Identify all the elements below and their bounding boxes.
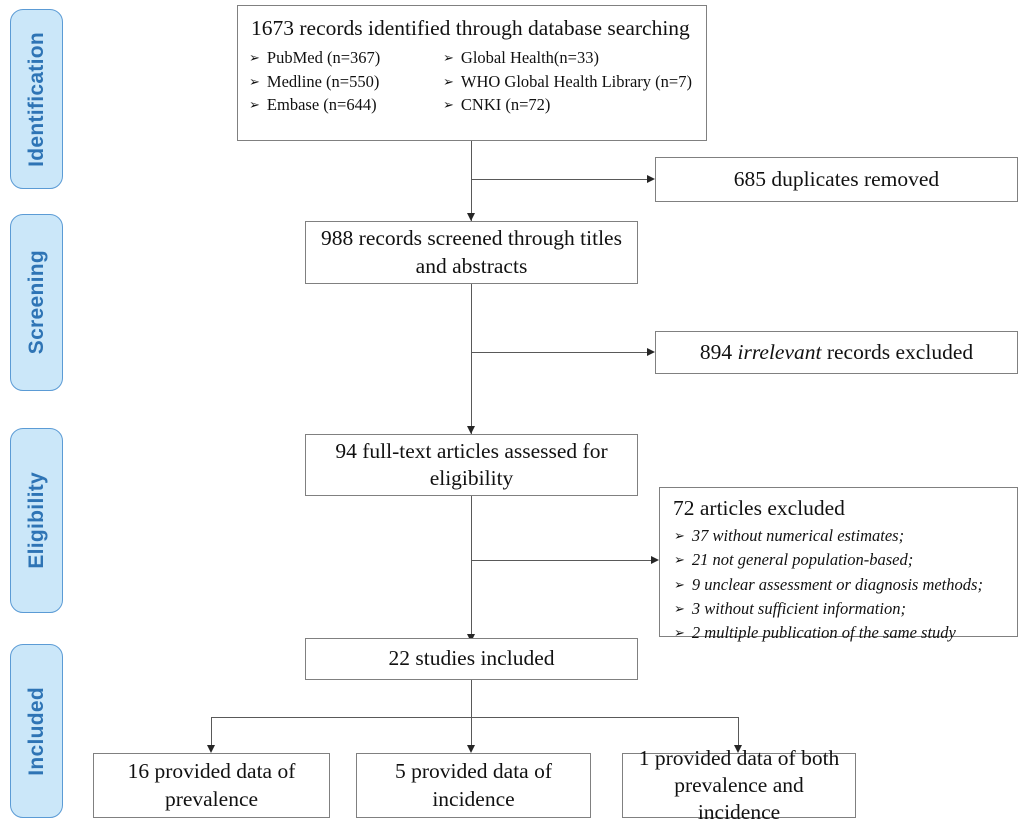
reason-label: 2 multiple publication of the same study	[691, 623, 956, 643]
connector-to-both	[738, 717, 740, 747]
arrow-bullet-icon: ➢	[674, 553, 685, 569]
fulltext-assessed-line-1: 94 full-text articles assessed for	[335, 438, 608, 463]
source-label: Global Health(n=33)	[460, 48, 599, 68]
outcome-both-line-2: prevalence and incidence	[674, 772, 804, 825]
articles-excluded-reasons: ➢ 37 without numerical estimates; ➢ 21 n…	[660, 524, 1017, 645]
list-item: ➢ 3 without sufficient information;	[674, 597, 1017, 621]
arrow-bullet-icon: ➢	[674, 577, 685, 593]
connector-to-articles-excluded	[471, 560, 652, 562]
connector-eligibility-trunk	[471, 496, 473, 642]
box-outcome-incidence: 5 provided data of incidence	[356, 753, 591, 818]
source-label: PubMed (n=367)	[266, 48, 381, 68]
list-item: ➢ WHO Global Health Library (n=7)	[443, 70, 692, 93]
stage-label-eligibility: Eligibility	[24, 472, 48, 569]
duplicates-removed-title: 685 duplicates removed	[733, 166, 940, 191]
arrow-bullet-icon: ➢	[249, 51, 260, 67]
box-duplicates-removed: 685 duplicates removed	[655, 157, 1018, 202]
arrow-down-icon	[734, 745, 742, 753]
outcome-incidence-line-1: 5 provided data of	[394, 759, 553, 784]
list-item: ➢ 21 not general population-based;	[674, 548, 1017, 572]
list-item: ➢ PubMed (n=367)	[249, 46, 443, 69]
source-label: CNKI (n=72)	[460, 94, 551, 114]
irrelevant-excluded-title: 894 irrelevant records excluded	[692, 339, 981, 366]
irrelevant-excluded-post: records excluded	[821, 339, 974, 364]
connector-to-prevalence	[211, 717, 213, 747]
source-column-right: ➢ Global Health(n=33) ➢ WHO Global Healt…	[443, 46, 692, 116]
arrow-bullet-icon: ➢	[674, 529, 685, 545]
stage-tab-eligibility: Eligibility	[10, 428, 63, 613]
connector-identification-trunk	[471, 141, 473, 221]
list-item: ➢ Embase (n=644)	[249, 93, 443, 116]
reason-label: 37 without numerical estimates;	[691, 526, 905, 546]
records-identified-sources: ➢ PubMed (n=367) ➢ Medline (n=550) ➢ Emb…	[238, 46, 706, 116]
outcome-incidence-line-2: incidence	[432, 786, 515, 811]
outcome-both-line-1: 1 provided data of both	[638, 745, 840, 770]
box-articles-excluded: 72 articles excluded ➢ 37 without numeri…	[659, 487, 1018, 642]
stage-tab-screening: Screening	[10, 214, 63, 391]
arrow-down-icon	[467, 745, 475, 753]
list-item: ➢ Global Health(n=33)	[443, 46, 692, 69]
arrow-bullet-icon: ➢	[443, 74, 454, 90]
arrow-bullet-icon: ➢	[443, 97, 454, 113]
box-records-screened: 988 records screened through titles and …	[305, 221, 638, 284]
reason-label: 3 without sufficient information;	[691, 598, 906, 618]
source-label: Medline (n=550)	[266, 71, 380, 91]
outcome-prevalence-line-2: prevalence	[164, 786, 259, 811]
studies-included-title: 22 studies included	[388, 646, 555, 671]
source-column-left: ➢ PubMed (n=367) ➢ Medline (n=550) ➢ Emb…	[249, 46, 443, 116]
list-item: ➢ 2 multiple publication of the same stu…	[674, 621, 1017, 645]
stage-tab-identification: Identification	[10, 9, 63, 189]
source-label: WHO Global Health Library (n=7)	[460, 71, 692, 91]
list-item: ➢ 37 without numerical estimates;	[674, 524, 1017, 548]
arrow-right-icon	[651, 556, 659, 564]
connector-outcome-split-bar	[211, 717, 739, 719]
box-outcome-both: 1 provided data of both prevalence and i…	[622, 746, 856, 824]
fulltext-assessed-line-2: eligibility	[429, 466, 514, 490]
box-irrelevant-excluded: 894 irrelevant records excluded	[655, 331, 1018, 374]
list-item: ➢ 9 unclear assessment or diagnosis meth…	[674, 573, 1017, 597]
box-outcome-prevalence: 16 provided data of prevalence	[93, 753, 330, 818]
connector-screening-trunk	[471, 284, 473, 434]
arrow-down-icon	[467, 213, 475, 221]
arrow-right-icon	[647, 175, 655, 183]
reason-label: 21 not general population-based;	[691, 550, 914, 570]
arrow-bullet-icon: ➢	[674, 601, 685, 617]
irrelevant-excluded-emphasis: irrelevant	[737, 339, 822, 364]
source-label: Embase (n=644)	[266, 94, 377, 114]
box-fulltext-assessed: 94 full-text articles assessed for eligi…	[305, 434, 638, 496]
arrow-right-icon	[647, 348, 655, 356]
connector-to-irrelevant	[471, 352, 648, 354]
records-screened-line-1: 988 records screened through titles	[321, 226, 622, 251]
connector-to-incidence	[471, 717, 473, 747]
arrow-down-icon	[207, 745, 215, 753]
stage-tab-included: Included	[10, 644, 63, 818]
connector-to-duplicates	[471, 179, 648, 181]
irrelevant-excluded-pre: 894	[699, 339, 738, 364]
records-screened-line-2: and abstracts	[415, 253, 528, 278]
list-item: ➢ CNKI (n=72)	[443, 93, 692, 116]
outcome-prevalence-line-1: 16 provided data of	[127, 759, 296, 784]
stage-label-included: Included	[24, 686, 48, 776]
stage-label-screening: Screening	[24, 250, 48, 355]
connector-included-trunk	[471, 680, 473, 718]
arrow-bullet-icon: ➢	[249, 97, 260, 113]
list-item: ➢ Medline (n=550)	[249, 70, 443, 93]
box-studies-included: 22 studies included	[305, 638, 638, 680]
stage-label-identification: Identification	[24, 31, 48, 167]
arrow-bullet-icon: ➢	[443, 51, 454, 67]
box-records-identified: 1673 records identified through database…	[237, 5, 707, 141]
arrow-bullet-icon: ➢	[674, 626, 685, 642]
arrow-down-icon	[467, 426, 475, 434]
reason-label: 9 unclear assessment or diagnosis method…	[691, 574, 983, 594]
records-identified-title: 1673 records identified through database…	[251, 16, 690, 40]
articles-excluded-title: 72 articles excluded	[673, 496, 845, 520]
arrow-bullet-icon: ➢	[249, 74, 260, 90]
